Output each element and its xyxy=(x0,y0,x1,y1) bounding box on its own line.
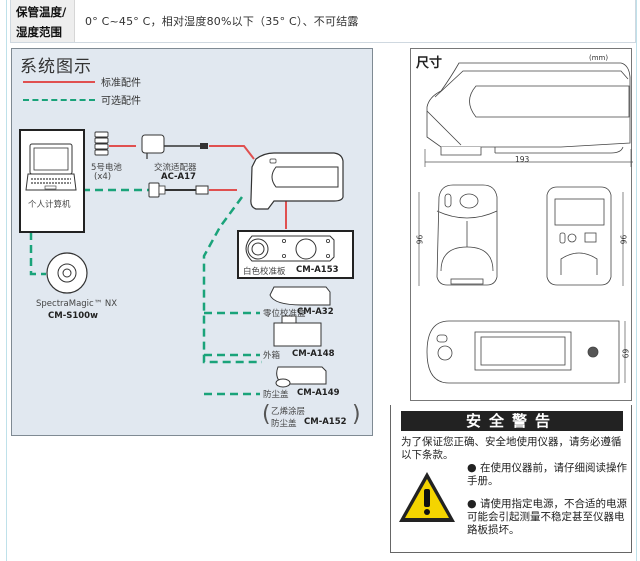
unit-label: (mm) xyxy=(589,54,609,62)
width-dim-label: 69 xyxy=(620,348,630,359)
zero-cal-label: 零位校准盒 xyxy=(263,309,306,319)
page-left-border xyxy=(6,0,7,561)
spec-value-cell: 0° C~45° C，相对湿度80%以下（35° C）、不可结露 xyxy=(85,15,359,28)
carrying-case-icon xyxy=(273,315,322,347)
safety-warning-item: ● 请使用指定电源，不合适的电源可能会引起测量不稳定甚至仪器电路板损坏。 xyxy=(467,497,627,537)
side-view-drawing xyxy=(426,62,631,156)
safety-warning-item-text: 在使用仪器前，请仔细阅读操作手册。 xyxy=(467,462,627,487)
page-right-border xyxy=(636,0,637,561)
safety-warning-intro: 为了保证您正确、安全地使用仪器，请务必遵循以下条款。 xyxy=(401,436,622,461)
legend-optional-label: 可选配件 xyxy=(101,96,141,107)
bullet-icon: ● xyxy=(467,461,477,474)
safety-warning-item-text: 请使用指定电源，不合适的电源可能会引起测量不稳定甚至仪器电路板损坏。 xyxy=(467,498,627,536)
adapter-to-device-line-b xyxy=(232,145,255,160)
laptop-icon xyxy=(25,143,77,191)
software-model: CM-S100w xyxy=(48,311,98,321)
rs232-cable-icon xyxy=(148,182,209,198)
vinyl-cover-label-1: 乙烯涂层 xyxy=(271,407,306,417)
ac-adapter-model: AC-A17 xyxy=(161,172,196,182)
ac-adapter-label: 交流适配器 xyxy=(154,163,197,173)
front-height-dim-label: 96 xyxy=(414,234,424,245)
dust-cover-label: 防尘盖 xyxy=(263,390,289,400)
zero-cal-model: CM-A32 xyxy=(297,307,334,317)
battery-icon xyxy=(94,131,109,156)
dimension-drawings xyxy=(418,62,633,384)
safety-warning-title: 安全警告 xyxy=(401,411,623,431)
bottom-view-drawing xyxy=(426,320,620,384)
white-calibration-plate-icon xyxy=(245,235,335,262)
dust-cover-model: CM-A149 xyxy=(297,388,340,398)
legend-standard-label: 标准配件 xyxy=(101,78,141,89)
length-dim-label: 193 xyxy=(515,155,530,164)
white-cal-label: 白色校准板 xyxy=(243,267,286,277)
case-label: 外箱 xyxy=(263,351,281,361)
front-view-drawing xyxy=(436,184,498,286)
warning-triangle-icon xyxy=(399,472,455,522)
vinyl-cover-label-2: 防尘盖 xyxy=(271,419,297,429)
connection-lines: ( ) xyxy=(19,129,361,427)
dust-cover-icon xyxy=(275,366,327,388)
bracket-right: ) xyxy=(352,402,361,427)
spec-label-cell: 保管温度/ 湿度范围 xyxy=(11,0,75,42)
ac-adapter-icon xyxy=(141,134,208,159)
system-diagram-title: 系统图示 xyxy=(20,57,92,77)
back-view-drawing xyxy=(546,186,612,286)
spec-label-line2: 湿度范围 xyxy=(16,25,62,39)
spec-label-line1: 保管温度/ xyxy=(16,5,67,19)
bullet-icon: ● xyxy=(467,497,477,510)
spectrophotometer-device-icon xyxy=(250,152,344,210)
computer-label: 个人计算机 xyxy=(28,200,71,210)
vinyl-cover-model: CM-A152 xyxy=(304,417,347,427)
dimensions-panel: 尺寸 (mm) xyxy=(410,48,633,401)
legend-optional-line xyxy=(23,99,95,101)
bracket-left: ( xyxy=(262,402,271,427)
battery-qty-label: (x4) xyxy=(94,172,112,182)
battery-label: 5号电池 xyxy=(91,163,122,173)
spec-table-row: 保管温度/ 湿度范围 0° C~45° C，相对湿度80%以下（35° C）、不… xyxy=(10,0,636,43)
pc-to-software-line xyxy=(29,232,46,276)
device-to-options-line xyxy=(202,196,262,364)
safety-warning-panel: 安全警告 为了保证您正确、安全地使用仪器，请务必遵循以下条款。 ● 在使用仪器前… xyxy=(390,405,632,553)
legend-standard-line xyxy=(23,81,95,83)
back-height-dim-label: 96 xyxy=(618,234,628,245)
dimensions-title: 尺寸 xyxy=(416,56,443,71)
system-diagram-panel: 系统图示 标准配件 可选配件 xyxy=(11,48,373,436)
white-cal-model: CM-A153 xyxy=(296,265,339,275)
case-model: CM-A148 xyxy=(292,349,335,359)
cd-disc-icon xyxy=(46,252,88,294)
software-label: SpectraMagic™ NX xyxy=(36,299,118,309)
safety-warning-item: ● 在使用仪器前，请仔细阅读操作手册。 xyxy=(467,461,627,488)
zero-calibration-box-icon xyxy=(269,286,331,306)
